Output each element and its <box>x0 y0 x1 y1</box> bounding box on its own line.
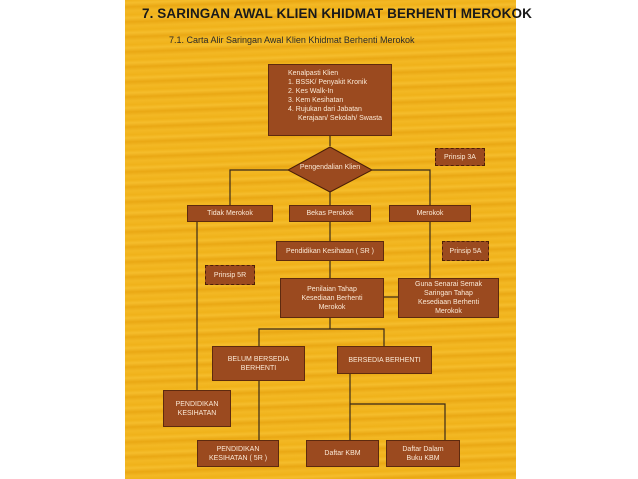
decision-diamond <box>286 146 374 193</box>
smoker-box: Merokok <box>389 205 471 222</box>
start-line-4: 3. Kem Kesihatan <box>288 97 344 104</box>
decision-label: Pengendalian Klien <box>299 164 361 171</box>
start-line-3: 2. Kes Walk-In <box>288 88 334 95</box>
non-smoker-box: Tidak Merokok <box>187 205 273 222</box>
ready-box: BERSEDIA BERHENTI <box>337 346 432 374</box>
checklist-box: Guna Senarai Semak Saringan Tahap Kesedi… <box>398 278 499 318</box>
health-education-sr-box: Pendidikan Kesihatan ( SR ) <box>276 241 384 261</box>
health-education-5r-box: PENDIDIKAN KESIHATAN ( 5R ) <box>197 440 279 467</box>
prinsip-5r-box: Prinsip 5R <box>205 265 255 285</box>
health-education-box: PENDIDIKAN KESIHATAN <box>163 390 231 427</box>
start-line-1: Kenalpasti Klien <box>288 70 339 77</box>
prinsip-3a-box: Prinsip 3A <box>435 148 485 166</box>
ex-smoker-box: Bekas Perokok <box>289 205 371 222</box>
register-kbm-book-box: Daftar Dalam Buku KBM <box>386 440 460 467</box>
readiness-assessment-box: Penilaian Tahap Kesediaan Berhenti Merok… <box>280 278 384 318</box>
not-ready-box: BELUM BERSEDIA BERHENTI <box>212 346 305 381</box>
start-line-5: 4. Rujukan dari Jabatan <box>288 106 362 113</box>
start-line-2: 1. BSSK/ Penyakit Kronik <box>288 79 367 86</box>
page-title: 7. SARINGAN AWAL KLIEN KHIDMAT BERHENTI … <box>142 6 532 21</box>
prinsip-5a-box: Prinsip 5A <box>442 241 489 261</box>
start-line-6: Kerajaan/ Sekolah/ Swasta <box>298 115 383 122</box>
register-kbm-box: Daftar KBM <box>306 440 379 467</box>
chart-subtitle: 7.1. Carta Alir Saringan Awal Klien Khid… <box>169 35 415 45</box>
identify-client-box: Kenalpasti Klien 1. BSSK/ Penyakit Kroni… <box>268 64 392 136</box>
